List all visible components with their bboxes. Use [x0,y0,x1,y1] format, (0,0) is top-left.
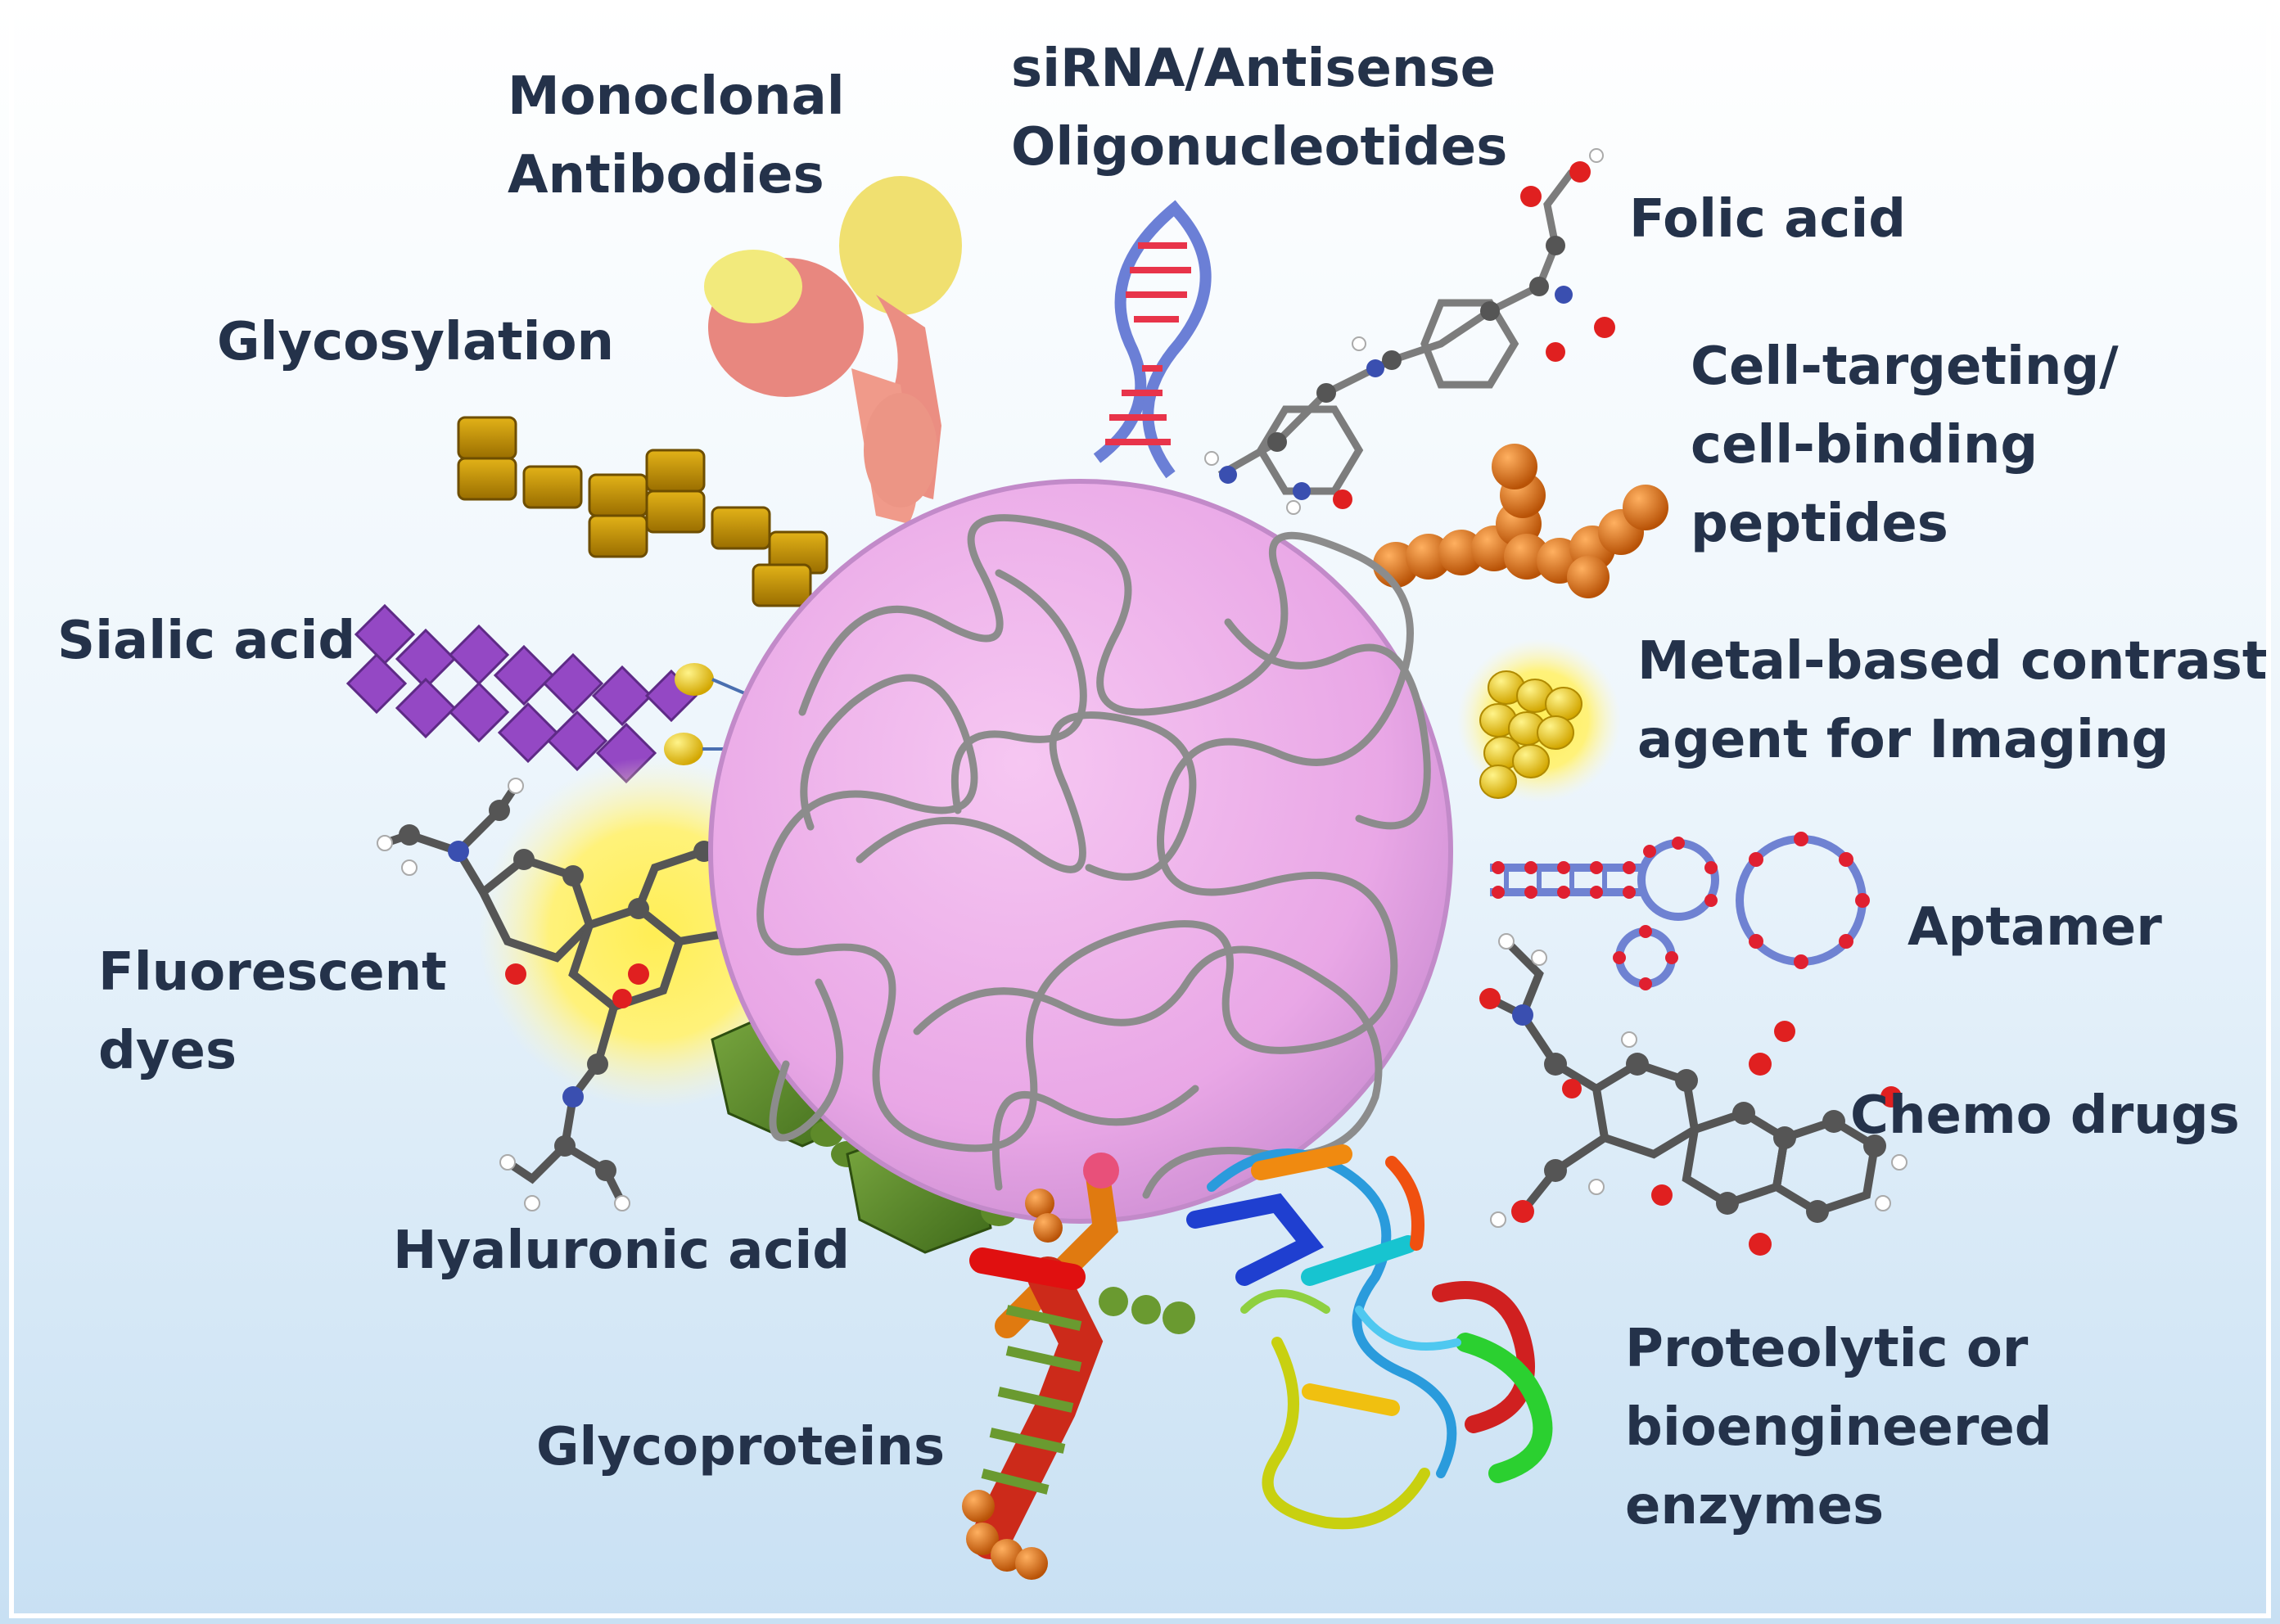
label-metal-contrast-agent: Metal-based contrast agent for Imaging [1637,631,2268,770]
label-proteolytic-enzymes: Proteolytic or bioengineered enzymes [1625,1319,2052,1536]
metal-contrast-particles-icon [1479,670,1582,799]
frame-border [9,6,2271,1618]
label-sialic-acid: Sialic acid [57,611,356,671]
sialic-linker-icon [664,663,770,765]
label-cell-targeting-peptides: Cell-targeting/ cell-binding peptides [1691,336,2119,554]
folic-acid-molecule-icon [1204,148,1615,515]
aptamer-icon [1490,832,1870,990]
label-aptamer: Aptamer [1908,897,2162,958]
glycosylation-sugar-cubes-icon [457,416,828,607]
chemo-drug-molecule-icon [1479,933,1908,1256]
glycoprotein-icon [962,1153,1195,1580]
enzyme-ribbon-icon [1186,1144,1553,1530]
label-sirna-antisense: siRNA/Antisense Oligonucleotides [1011,38,1508,178]
label-glycoproteins: Glycoproteins [536,1417,946,1477]
label-fluorescent-dyes: Fluorescent dyes [98,942,447,1081]
label-hyaluronic-acid: Hyaluronic acid [393,1220,851,1281]
label-monoclonal-antibodies: Monoclonal Antibodies [508,66,845,205]
label-glycosylation: Glycosylation [217,312,615,372]
label-chemo-drugs: Chemo drugs [1850,1085,2240,1146]
antibody-icon [704,176,962,524]
sirna-helix-icon [1093,200,1212,479]
label-folic-acid: Folic acid [1629,189,1907,250]
